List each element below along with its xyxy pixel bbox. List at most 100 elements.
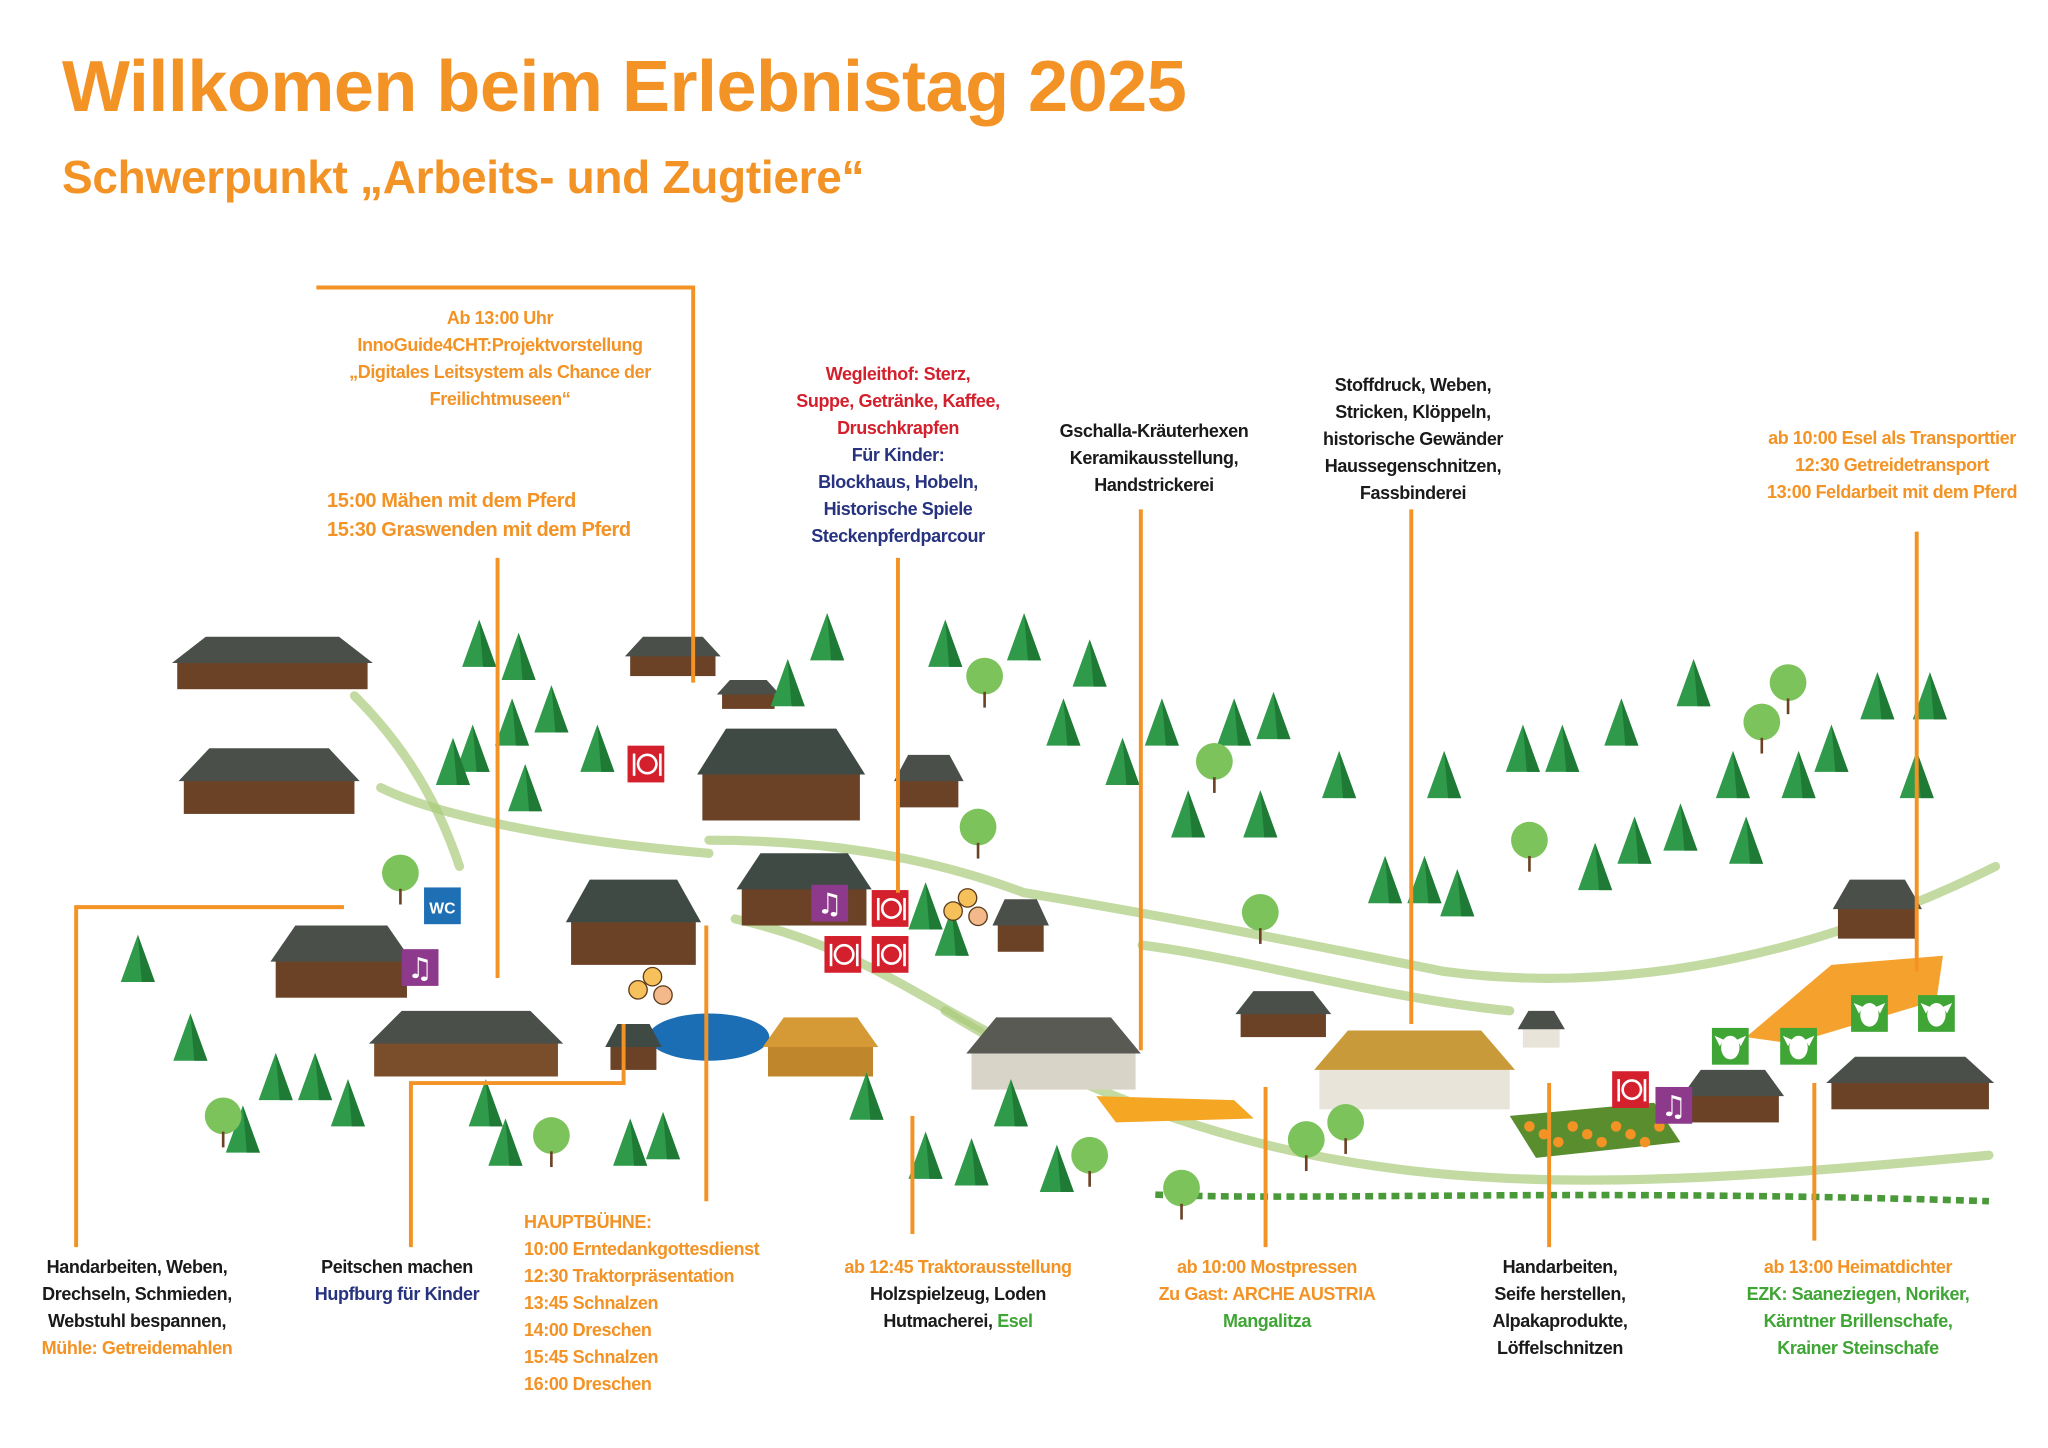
animal-text: Mangalitza <box>1222 1311 1311 1331</box>
kid-face <box>943 901 963 921</box>
plate-mark <box>1621 1079 1643 1101</box>
callout-line: Löffelschnitzen <box>1496 1338 1623 1358</box>
callout-connector-line <box>316 285 696 683</box>
deciduous-tree <box>533 1117 570 1154</box>
tree-shade <box>1188 790 1206 838</box>
animal-text: Krainer Steinschafe <box>1777 1338 1939 1358</box>
tree-shade <box>1089 639 1107 687</box>
callout-line: 15:30 Graswenden mit dem Pferd <box>327 519 631 541</box>
callout-peitschen: Peitschen machen Hupfburg für Kinder <box>187 1254 607 1308</box>
kids-icon <box>628 966 673 1005</box>
building-wall <box>997 922 1044 952</box>
callout-line: 12:30 Getreidetransport <box>1795 455 1989 475</box>
tree-shade <box>505 1118 523 1166</box>
stage-heading: HAUPTBÜHNE: <box>524 1212 652 1232</box>
callout-handarbeiten-left: Handarbeiten, Weben, Drechseln, Schmiede… <box>0 1254 347 1362</box>
deciduous-tree <box>382 854 419 892</box>
pumpkin <box>1538 1128 1550 1140</box>
tree-shade <box>525 764 543 812</box>
tree-shade <box>971 1138 989 1186</box>
building-roof <box>716 680 780 695</box>
callout-most: ab 10:00 Mostpressen Zu Gast: ARCHE AUST… <box>1057 1254 1477 1335</box>
grain-field <box>1096 1096 1254 1123</box>
building-wall <box>275 958 407 998</box>
deciduous-tree <box>204 1097 242 1135</box>
callout-line: InnoGuide4CHT:Projektvorstellung <box>357 335 643 355</box>
callout-highlight: ab 13:00 Heimatdichter <box>1763 1257 1953 1277</box>
kid-face <box>968 906 988 927</box>
music-icon <box>1655 1086 1693 1124</box>
music-icon <box>401 949 439 986</box>
kids-line: Steckenpferdparcour <box>811 526 985 546</box>
callout-line: „Digitales Leitsystem als Chance der <box>349 362 651 382</box>
farm-building <box>697 728 866 821</box>
callout-line: Alpakaprodukte, <box>1492 1311 1628 1331</box>
animal-ear <box>1853 1002 1863 1014</box>
callout-innoguide: Ab 13:00 Uhr InnoGuide4CHT:Projektvorste… <box>290 305 710 413</box>
page-subtitle: Schwerpunkt „Arbeits- und Zugtiere“ <box>62 151 865 203</box>
farm-building <box>992 899 1049 952</box>
deciduous-tree <box>1195 743 1233 780</box>
animal-ear <box>1714 1035 1724 1047</box>
map-path <box>704 835 2001 983</box>
music-note-glyph: ♫ <box>1661 1089 1687 1123</box>
building-wall <box>1240 1011 1326 1038</box>
building-roof <box>605 1023 662 1047</box>
animal-ear <box>1782 1035 1792 1047</box>
callout-horse-work: 15:00 Mähen mit dem Pferd 15:30 Graswend… <box>327 487 631 545</box>
tree-shade <box>866 1072 884 1120</box>
pumpkin <box>1596 1136 1607 1148</box>
kids-icon <box>943 888 988 927</box>
building-wall <box>971 1049 1136 1090</box>
tree-shade <box>1693 659 1711 707</box>
building-roof <box>171 636 373 663</box>
callout-handarbeiten-right: Handarbeiten, Seife herstellen, Alpakapr… <box>1350 1254 1770 1362</box>
food-line: Druschkrapfen <box>837 418 959 438</box>
building-roof <box>270 925 413 962</box>
building-wall <box>630 654 716 677</box>
farm-building <box>894 754 964 808</box>
deciduous-tree <box>1743 703 1781 741</box>
food-line: Wegleithof: Sterz, <box>825 364 971 384</box>
animal-text: Kärntner Brillenschafe, <box>1763 1311 1953 1331</box>
building-wall <box>1686 1093 1779 1123</box>
callout-lines <box>74 285 1919 1248</box>
building-wall <box>374 1040 558 1077</box>
deciduous-tree <box>959 808 997 846</box>
grain-field <box>1746 955 1943 1044</box>
map-path <box>376 783 714 858</box>
callout-line: Stoffdruck, Weben, <box>1334 375 1492 395</box>
schedule-item: 14:00 Dreschen <box>524 1320 652 1340</box>
callout-line: Handstrickerei <box>1094 475 1214 495</box>
hedge <box>1155 1191 1990 1205</box>
building-roof <box>178 748 360 782</box>
map-trees <box>120 613 1947 1220</box>
callout-line: Drechseln, Schmieden, <box>42 1284 232 1304</box>
farm-building <box>1314 1030 1515 1110</box>
building-roof <box>966 1017 1141 1054</box>
animal-face <box>1721 1035 1740 1060</box>
building-wall <box>1319 1065 1510 1110</box>
kid-face <box>642 966 663 987</box>
farm-building <box>716 680 780 709</box>
wc-icon <box>424 887 461 925</box>
deciduous-tree <box>1287 1121 1325 1158</box>
food-line: Suppe, Getränke, Kaffee, <box>796 391 1000 411</box>
farm-building <box>762 1017 879 1077</box>
building-wall <box>571 917 696 965</box>
building-roof <box>697 728 866 775</box>
building-wall <box>177 660 368 690</box>
callout-line: Ab 13:00 Uhr <box>446 308 554 328</box>
callout-line: Hutmacherei, Esel <box>748 1308 1168 1335</box>
plate-mark <box>880 897 902 919</box>
tree-shade <box>137 934 155 982</box>
tree-shade <box>1595 842 1613 891</box>
music-note-glyph: ♫ <box>817 887 843 921</box>
callout-line: Stricken, Klöppeln, <box>1335 402 1491 422</box>
page-title: Willkomen beim Erlebnistag 2025 <box>62 47 1187 127</box>
animal-ear <box>1736 1035 1747 1047</box>
farm-building <box>178 748 360 814</box>
callout-line: Gschalla-Kräuterhexen <box>1059 421 1249 441</box>
tree-shade <box>275 1052 293 1101</box>
